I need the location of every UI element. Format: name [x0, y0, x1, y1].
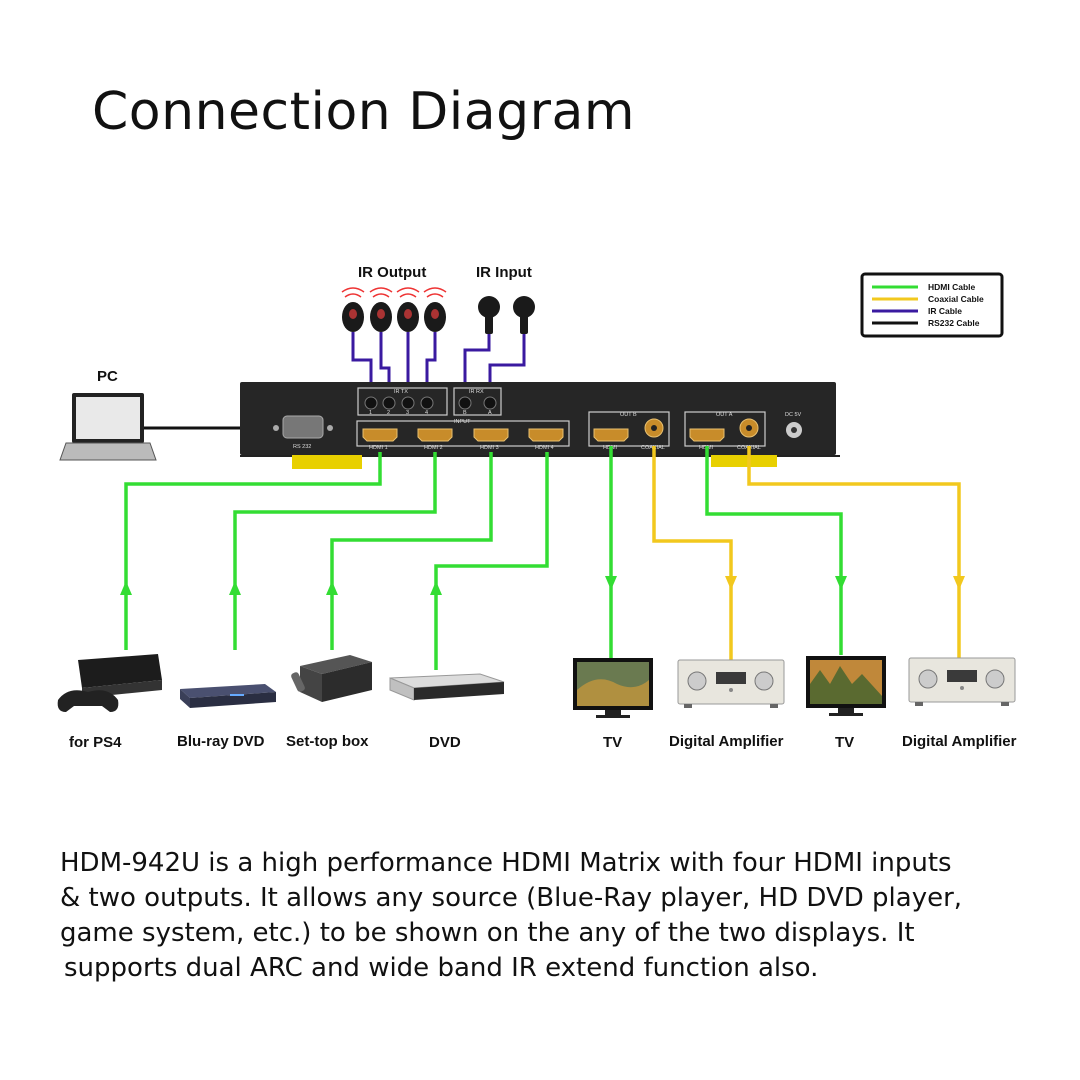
- ps4-icon: [57, 654, 162, 712]
- laptop-icon: [59, 393, 157, 461]
- svg-text:HDMI 4: HDMI 4: [535, 445, 554, 451]
- description-line: & two outputs. It allows any source (Blu…: [60, 883, 963, 913]
- legend-ir: IR Cable: [928, 306, 962, 316]
- foot-right: [711, 453, 777, 467]
- coaxial-cables: [652, 446, 961, 660]
- description-line: supports dual ARC and wide band IR exten…: [64, 953, 819, 983]
- ir-rx-label: IR RX: [469, 389, 484, 395]
- device-label-amplifier-2: Digital Amplifier: [902, 733, 1017, 750]
- ir-tx-label: IR TX: [394, 389, 408, 395]
- ir-emitter-3: [396, 287, 420, 332]
- ir-receivers: [478, 296, 535, 334]
- ir-receiver-a: [513, 296, 535, 334]
- blu-ray-dvd-icon: [180, 684, 276, 708]
- ir-output-label: IR Output: [358, 264, 426, 281]
- rs232-label: RS 232: [293, 444, 311, 450]
- ir-input-label: IR Input: [476, 264, 532, 281]
- out-a-label: OUT A: [716, 412, 733, 418]
- dvd-player-icon: [389, 673, 505, 701]
- svg-text:3: 3: [406, 410, 409, 416]
- device-label-tv-1: TV: [603, 734, 622, 751]
- cable-legend: HDMI Cable Coaxial Cable IR Cable RS232 …: [860, 272, 1004, 338]
- device-label-dvd: DVD: [429, 734, 461, 751]
- coaxial-arrowheads: [725, 576, 965, 590]
- tv-icon-2: [806, 656, 886, 716]
- product-description: HDM-942U is a high performance HDMI Matr…: [60, 846, 1050, 986]
- hdmi-output-cables: [609, 446, 843, 660]
- svg-text:4: 4: [425, 410, 428, 416]
- input-arrowheads: [120, 581, 442, 595]
- legend-coaxial: Coaxial Cable: [928, 294, 984, 304]
- digital-amplifier-icon-2: [908, 657, 1016, 706]
- hdmi-input-cables: [124, 452, 549, 670]
- ir-emitter-4: [423, 287, 447, 332]
- out-b-label: OUT B: [620, 412, 637, 418]
- device-label-tv-2: TV: [835, 734, 854, 751]
- svg-text:2: 2: [387, 410, 390, 416]
- ir-emitter-1: [341, 287, 365, 332]
- svg-text:HDMI 2: HDMI 2: [424, 445, 443, 451]
- device-label-ps4: for PS4: [69, 734, 122, 751]
- digital-amplifier-icon-1: [677, 659, 785, 708]
- pc-label: PC: [97, 368, 118, 385]
- set-top-box-icon: [291, 655, 372, 702]
- page-title: Connection Diagram: [92, 82, 636, 142]
- hdmi-matrix-panel: IR TX 1 2 3 4 IR RX B A INPUT RS 232 HDM…: [240, 382, 840, 469]
- device-labels: for PS4 Blu-ray DVD Set-top box DVD TV D…: [69, 733, 1017, 751]
- legend-hdmi: HDMI Cable: [928, 282, 976, 292]
- svg-text:B: B: [463, 410, 467, 416]
- ir-receiver-b: [478, 296, 500, 334]
- description-line: game system, etc.) to be shown on the an…: [60, 918, 915, 948]
- legend-rs232: RS232 Cable: [928, 318, 980, 328]
- tv-icon-1: [573, 658, 653, 718]
- ir-emitter-2: [369, 287, 393, 332]
- input-label: INPUT: [454, 419, 471, 425]
- device-label-amplifier-1: Digital Amplifier: [669, 733, 784, 750]
- description-line: HDM-942U is a high performance HDMI Matr…: [60, 848, 952, 878]
- svg-text:HDMI 1: HDMI 1: [369, 445, 388, 451]
- device-label-blu-ray: Blu-ray DVD: [177, 733, 265, 750]
- svg-text:HDMI 3: HDMI 3: [480, 445, 499, 451]
- foot-left: [292, 453, 362, 469]
- device-label-set-top-box: Set-top box: [286, 733, 369, 750]
- dc-label: DC 5V: [785, 412, 802, 418]
- ir-emitters: [341, 287, 447, 332]
- output-arrowheads: [605, 576, 847, 590]
- svg-text:A: A: [488, 410, 492, 416]
- svg-text:1: 1: [369, 410, 372, 416]
